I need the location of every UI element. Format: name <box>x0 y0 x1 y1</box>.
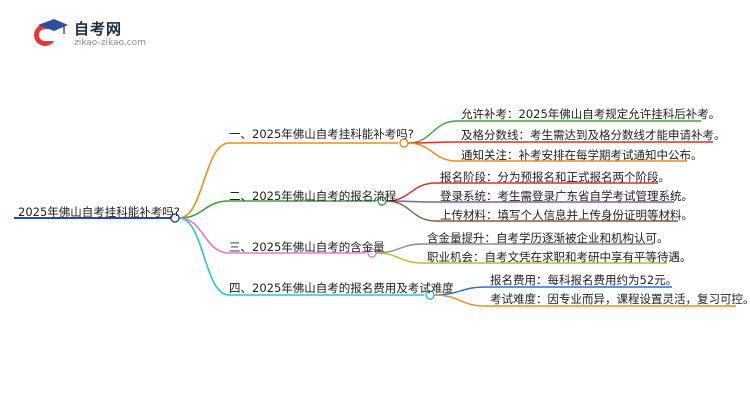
root-branch-connector <box>178 142 230 219</box>
branch-node <box>399 138 409 148</box>
logo-title: 自考网 <box>74 20 123 38</box>
branch-leaf-connector <box>407 142 458 162</box>
root-branch-connector <box>178 217 230 296</box>
root-topic[interactable]: 2025年佛山自考挂科能补考吗? <box>18 205 180 219</box>
branch-leaf-connector <box>375 252 424 264</box>
branch-node <box>367 248 377 258</box>
leaf-topic[interactable]: 含金量提升：自考学历逐渐被企业和机构认可。 <box>427 231 669 245</box>
root-branch-connector <box>178 217 230 254</box>
leaf-topic[interactable]: 上传材料：填写个人信息并上传身份证明等材料。 <box>440 208 693 222</box>
branch-topic-4[interactable]: 四、2025年佛山自考的报名费用及考试难度 <box>229 281 454 295</box>
branch-topic-3[interactable]: 三、2025年佛山自考的含金量 <box>229 240 385 254</box>
branch-leaf-connector <box>407 120 458 144</box>
branch-topic-1[interactable]: 一、2025年佛山自考挂科能补考吗? <box>229 127 414 141</box>
root-node <box>170 213 180 223</box>
branch-node <box>425 290 435 300</box>
leaf-topic[interactable]: 职业机会：自考文凭在求职和考研中享有平等待遇。 <box>427 250 692 264</box>
leaf-topic[interactable]: 通知关注：补考安排在每学期考试通知中公布。 <box>461 148 703 162</box>
leaf-topic[interactable]: 报名阶段：分为预报名和正式报名两个阶段。 <box>440 170 670 184</box>
branch-node <box>377 196 387 206</box>
graduation-cap-icon <box>34 19 68 46</box>
leaf-topic[interactable]: 报名费用：每科报名费用约为52元。 <box>490 273 678 287</box>
leaf-topic[interactable]: 考试难度：因专业而异，课程设置灵活，复习可控。 <box>490 292 750 306</box>
leaf-topic[interactable]: 允许补考：2025年佛山自考规定允许挂科后补考。 <box>461 107 721 121</box>
branch-leaf-connector <box>433 294 487 307</box>
leaf-topic[interactable]: 及格分数线：考生需达到及格分数线才能申请补考。 <box>461 128 726 142</box>
branch-leaf-connector <box>385 200 437 222</box>
root-branch-connector <box>178 200 230 219</box>
site-logo[interactable]: 自考网 zikao-zikao.com <box>30 16 170 56</box>
branch-topic-2[interactable]: 二、2025年佛山自考的报名流程 <box>229 189 397 203</box>
leaf-topic[interactable]: 登录系统：考生需登录广东省自学考试管理系统。 <box>440 189 693 203</box>
logo-subtitle: zikao-zikao.com <box>74 38 146 48</box>
